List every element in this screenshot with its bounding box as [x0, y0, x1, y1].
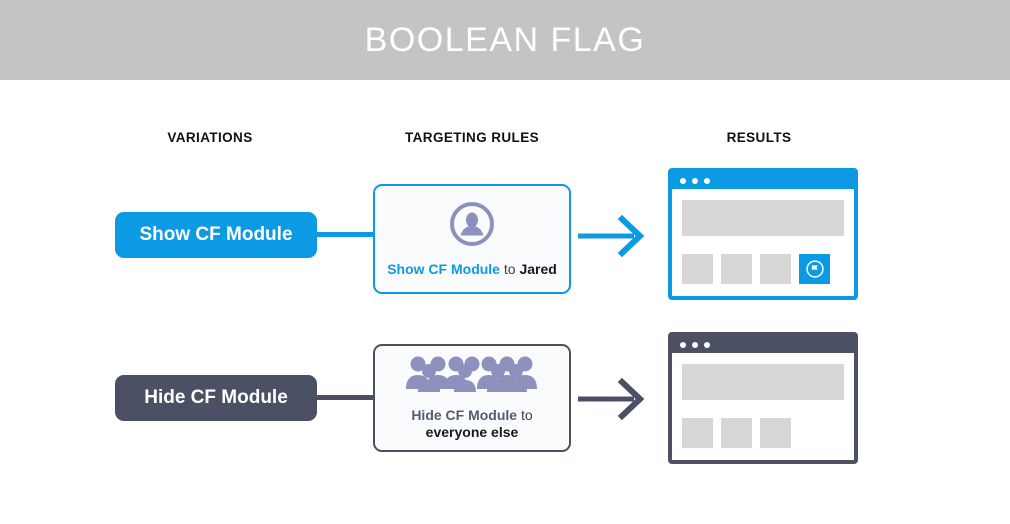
- window-dot-icon: [704, 177, 710, 184]
- result-browser-window-show: [668, 168, 858, 300]
- window-dot-icon: [692, 341, 698, 348]
- targeting-rule-card-hide[interactable]: Hide CF Module to everyone else: [373, 344, 571, 452]
- page-title: BOOLEAN FLAG: [364, 20, 646, 59]
- browser-content-area: [672, 189, 854, 296]
- variation-pill-show-cf-module[interactable]: Show CF Module: [115, 212, 317, 258]
- rule-target-label: Jared: [519, 260, 557, 277]
- column-header-results: RESULTS: [726, 130, 792, 145]
- placeholder-tile: [682, 254, 713, 284]
- connector-line-hide: [313, 395, 375, 400]
- flag-circle-icon: [805, 260, 824, 278]
- placeholder-tile: [721, 254, 752, 284]
- browser-title-bar: [672, 336, 854, 353]
- person-circle-icon: [449, 201, 495, 252]
- placeholder-hero-block: [682, 364, 844, 400]
- connector-line-show: [313, 232, 375, 237]
- window-dot-icon: [680, 341, 686, 348]
- window-dot-icon: [692, 177, 698, 184]
- placeholder-tile-row: [682, 418, 844, 448]
- browser-content-area: [672, 353, 854, 460]
- window-dot-icon: [680, 177, 686, 184]
- placeholder-tile-row: [682, 254, 844, 284]
- targeting-rule-text-hide: Hide CF Module to everyone else: [411, 407, 532, 441]
- placeholder-tile: [760, 254, 791, 284]
- rule-connector-label: to: [499, 260, 520, 277]
- placeholder-tile: [760, 418, 791, 448]
- placeholder-tile: [682, 418, 713, 448]
- window-dot-icon: [704, 341, 710, 348]
- placeholder-tile: [721, 418, 752, 448]
- cf-module-flag-tile[interactable]: [799, 254, 830, 284]
- crowd-of-people-icon: [404, 355, 540, 398]
- variation-pill-hide-cf-module[interactable]: Hide CF Module: [115, 375, 317, 421]
- rule-lead-label: Hide CF Module: [411, 407, 518, 423]
- header-banner: BOOLEAN FLAG: [0, 0, 1010, 80]
- variation-pill-label: Hide CF Module: [144, 387, 288, 408]
- column-header-targeting-rules: TARGETING RULES: [405, 130, 539, 145]
- targeting-rule-card-show[interactable]: Show CF Module to Jared: [373, 184, 571, 294]
- rule-lead-label: Show CF Module: [387, 260, 500, 277]
- rule-target-label: everyone else: [425, 424, 519, 440]
- arrow-right-slate: [578, 377, 648, 425]
- arrow-right-blue: [578, 214, 648, 262]
- column-header-variations: VARIATIONS: [167, 130, 253, 145]
- result-browser-window-hide: [668, 332, 858, 464]
- rule-connector-label: to: [517, 407, 533, 423]
- variation-pill-label: Show CF Module: [139, 224, 293, 245]
- targeting-rule-text-show: Show CF Module to Jared: [387, 261, 557, 278]
- browser-title-bar: [672, 172, 854, 189]
- placeholder-hero-block: [682, 200, 844, 236]
